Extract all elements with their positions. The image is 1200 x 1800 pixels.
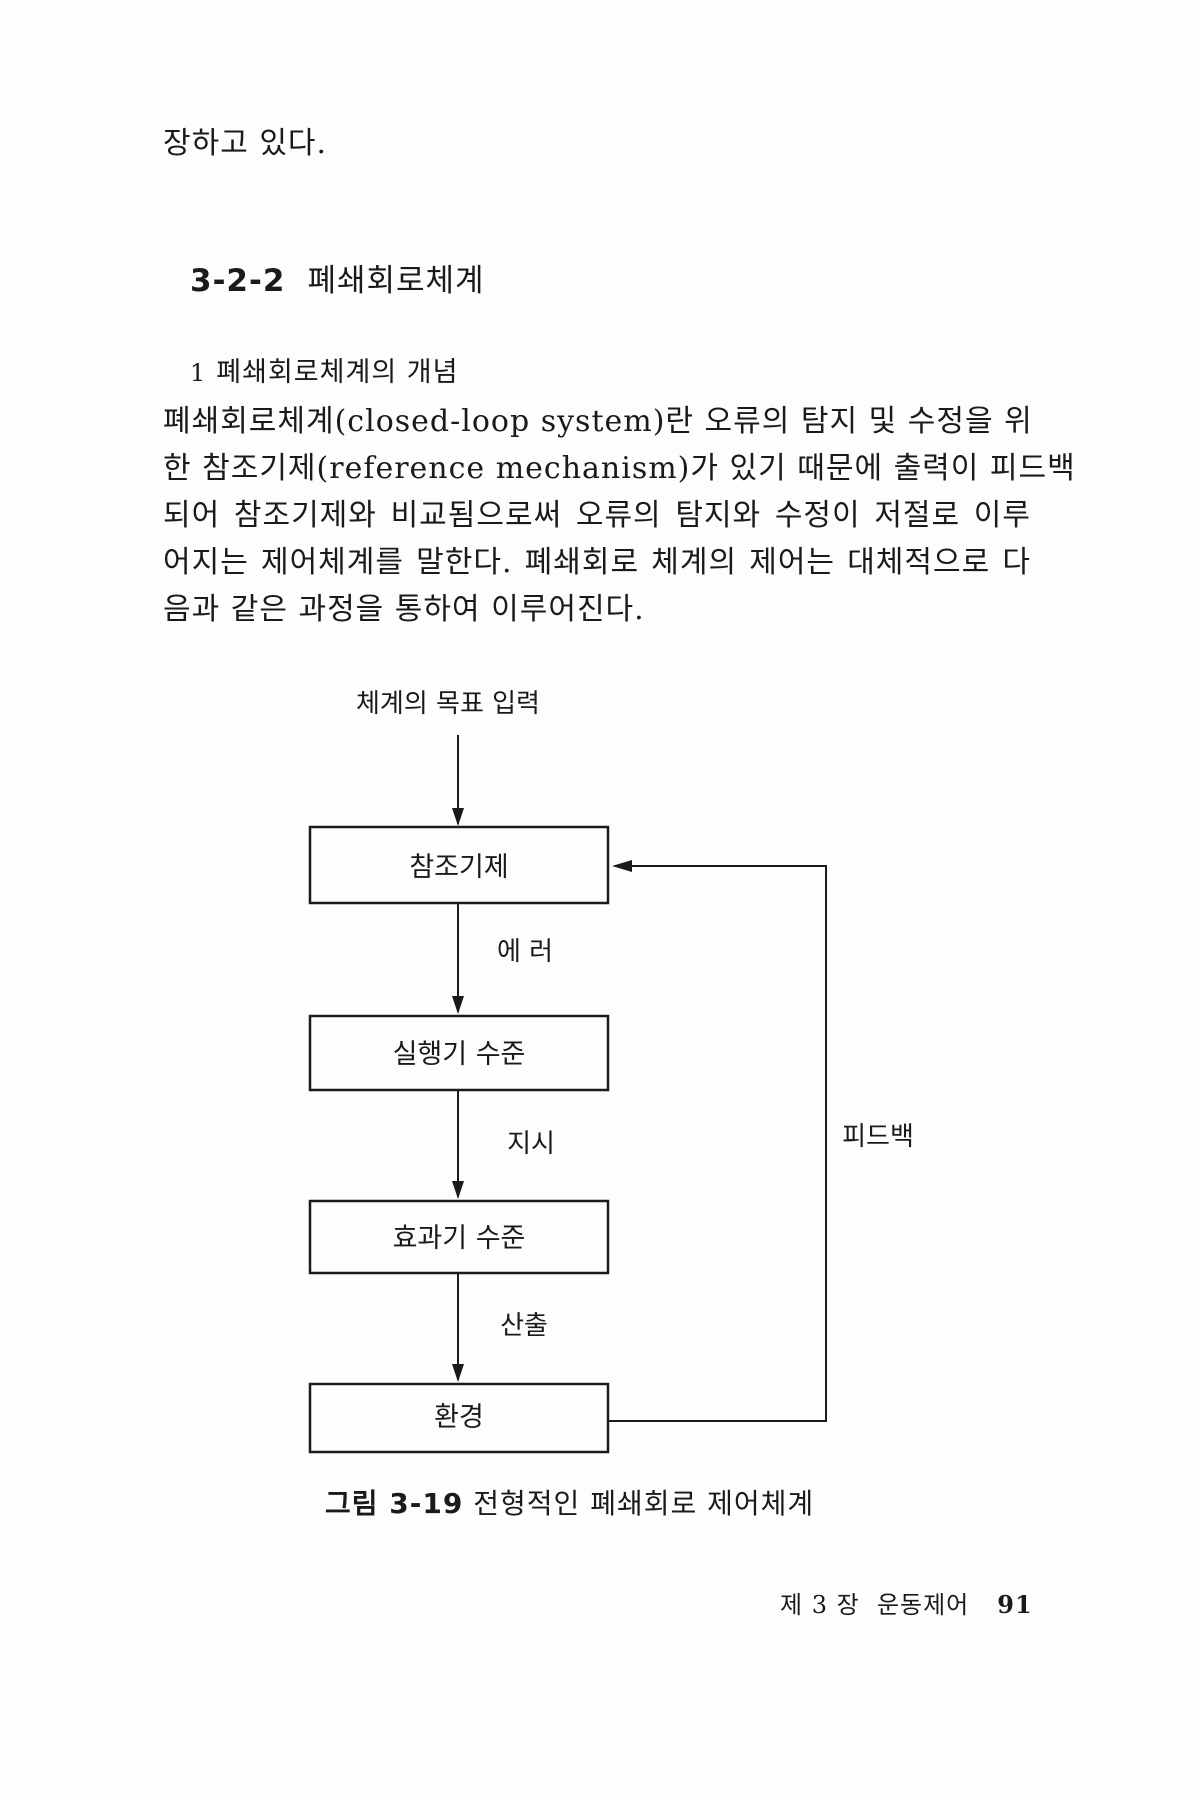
output-arrowhead <box>452 1364 464 1382</box>
box-environment <box>308 1382 610 1454</box>
box-label: 환경 <box>434 1402 484 1433</box>
subsection-number: 1 <box>190 359 207 387</box>
section-heading: 3-2-2 폐쇄회로체계 <box>190 255 485 300</box>
figure-caption: 그림 3-19 전형적인 폐쇄회로 제어체계 <box>325 1482 814 1522</box>
box-label: 참조기제 <box>409 852 508 883</box>
paragraph-line: 폐쇄회로체계(closed-loop system)란 오류의 탐지 및 수정을… <box>163 404 1033 439</box>
continuation-text: 장하고 있다. <box>163 126 328 161</box>
box-executive-level <box>308 1014 610 1092</box>
input-label: 체계의 목표 입력 <box>356 689 540 719</box>
chapter-title: 제 3 장 운동제어 <box>780 1591 970 1619</box>
paragraph-line: 한 참조기제(reference mechanism)가 있기 때문에 출력이 … <box>163 451 1076 486</box>
box-effector-level <box>308 1199 610 1275</box>
command-label: 지시 <box>507 1129 555 1159</box>
paragraph-line: 음과 같은 과정을 통하여 이루어진다. <box>163 592 645 627</box>
error-label: 에 러 <box>497 937 553 967</box>
feedback-loop-line <box>608 865 827 1422</box>
feedback-label: 피드백 <box>842 1122 914 1152</box>
box-label: 실행기 수준 <box>393 1039 526 1070</box>
paragraph-line: 어지는 제어체계를 말한다. 폐쇄회로 체계의 제어는 대체적으로 다 <box>163 545 1031 580</box>
section-number: 3-2-2 <box>190 263 286 299</box>
feedback-arrowhead <box>612 860 632 872</box>
section-title: 폐쇄회로체계 <box>307 263 485 299</box>
box-reference-mechanism <box>308 825 610 905</box>
figure-title: 전형적인 폐쇄회로 제어체계 <box>473 1487 815 1520</box>
command-arrowhead <box>452 1181 464 1199</box>
output-label: 산출 <box>500 1311 548 1341</box>
figure-number: 그림 3-19 <box>325 1487 464 1520</box>
page-number: 91 <box>997 1590 1033 1619</box>
error-arrowhead <box>452 996 464 1014</box>
subsection-heading: 1 폐쇄회로체계의 개념 <box>190 350 458 389</box>
page-footer: 제 3 장 운동제어 91 <box>780 1585 1033 1620</box>
subsection-title: 폐쇄회로체계의 개념 <box>216 357 459 388</box>
input-arrowhead <box>452 808 464 826</box>
paragraph-line: 되어 참조기제와 비교됨으로써 오류의 탐지와 수정이 저절로 이루 <box>163 498 1031 533</box>
box-label: 효과기 수준 <box>393 1223 526 1254</box>
